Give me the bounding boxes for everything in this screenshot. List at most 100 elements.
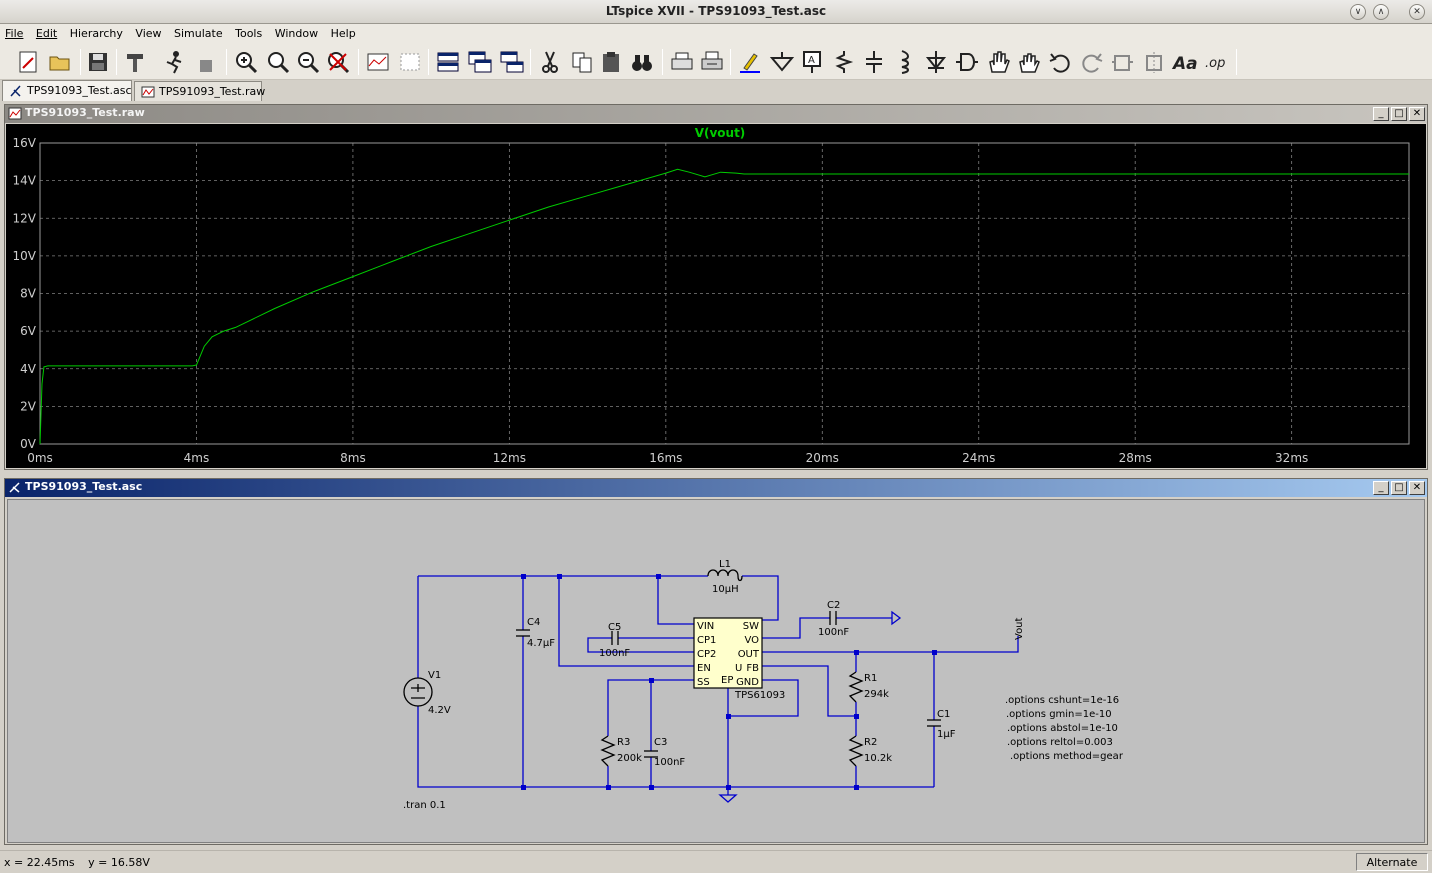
x-tick-label: 24ms bbox=[962, 451, 995, 465]
zoom-fit-icon[interactable] bbox=[324, 48, 352, 76]
copy-icon[interactable] bbox=[568, 48, 596, 76]
tab-waveform[interactable]: TPS91093_Test.raw bbox=[134, 81, 265, 101]
waveform-maximize-button[interactable]: □ bbox=[1391, 107, 1407, 121]
rotate-icon[interactable] bbox=[1108, 48, 1136, 76]
menu-edit[interactable]: Edit bbox=[31, 24, 61, 40]
save-icon[interactable] bbox=[84, 48, 112, 76]
text-icon[interactable]: Aa bbox=[1170, 48, 1198, 76]
run-simulation-icon[interactable] bbox=[160, 48, 188, 76]
tab-schematic-label: TPS91093_Test.asc bbox=[27, 84, 132, 97]
v1-ref: V1 bbox=[428, 670, 441, 681]
open-folder-icon[interactable] bbox=[46, 48, 74, 76]
drag-hand-icon[interactable] bbox=[1014, 48, 1042, 76]
trace-label-vout[interactable]: V(vout) bbox=[695, 126, 746, 140]
waveform-window-titlebar[interactable]: TPS91093_Test.raw _□✕ bbox=[5, 105, 1427, 123]
schematic-minimize-button[interactable]: _ bbox=[1373, 481, 1389, 495]
ic-pin-fb: FB bbox=[746, 663, 759, 674]
maximize-button[interactable]: ∧ bbox=[1373, 4, 1389, 20]
r2-ref: R2 bbox=[864, 737, 877, 748]
halt-hand-icon[interactable] bbox=[192, 48, 220, 76]
y-tick-label: 10V bbox=[13, 249, 37, 263]
menu-tools[interactable]: Tools bbox=[235, 27, 263, 40]
capacitor-c1-symbol[interactable] bbox=[927, 719, 941, 727]
ground-symbol-icon[interactable] bbox=[768, 48, 796, 76]
inductor-symbol-icon[interactable] bbox=[890, 48, 918, 76]
menu-file-label: File bbox=[5, 27, 24, 40]
l1-ref: L1 bbox=[719, 559, 731, 570]
ic-tps61093-body[interactable] bbox=[693, 617, 763, 689]
toolbar: A Aa .op bbox=[0, 44, 1432, 80]
draw-wire-pencil-icon[interactable] bbox=[736, 48, 764, 76]
zoom-in-icon[interactable] bbox=[232, 48, 260, 76]
schematic-canvas[interactable]: L1 10µH C4 4.7µF C5 100nF C2 100nF bbox=[7, 499, 1425, 843]
tile-vertical-icon[interactable] bbox=[498, 48, 526, 76]
paste-icon[interactable] bbox=[598, 48, 626, 76]
minimize-button[interactable]: ∨ bbox=[1350, 4, 1366, 20]
find-binoculars-icon[interactable] bbox=[628, 48, 656, 76]
undo-icon[interactable] bbox=[1046, 48, 1074, 76]
menu-help[interactable]: Help bbox=[330, 27, 356, 40]
tile-horizontal-icon[interactable] bbox=[434, 48, 462, 76]
schematic-window: TPS91093_Test.asc _□✕ bbox=[4, 478, 1428, 845]
y-tick-label: 6V bbox=[20, 324, 37, 338]
svg-text:.op: .op bbox=[1205, 56, 1225, 71]
print-icon[interactable] bbox=[698, 48, 726, 76]
capacitor-c4-symbol[interactable] bbox=[516, 629, 530, 637]
tran-directive[interactable]: .tran 0.1 bbox=[403, 800, 446, 811]
net-label-icon[interactable]: A bbox=[798, 48, 826, 76]
mirror-icon[interactable] bbox=[1140, 48, 1168, 76]
capacitor-c3-symbol[interactable] bbox=[644, 750, 658, 758]
diode-symbol-icon[interactable] bbox=[922, 48, 950, 76]
waveform-close-button[interactable]: ✕ bbox=[1409, 107, 1425, 121]
menu-simulate[interactable]: Simulate bbox=[174, 27, 223, 40]
inductor-l1-symbol[interactable] bbox=[707, 569, 743, 582]
pan-zoom-icon[interactable] bbox=[264, 48, 292, 76]
resistor-r1-symbol[interactable] bbox=[848, 671, 864, 703]
voltage-source-v1-symbol[interactable] bbox=[403, 677, 433, 707]
x-tick-label: 4ms bbox=[184, 451, 210, 465]
waveform-window-title: TPS91093_Test.raw bbox=[25, 106, 145, 119]
tab-schematic[interactable]: TPS91093_Test.asc bbox=[2, 80, 132, 101]
capacitor-c5-symbol[interactable] bbox=[611, 631, 619, 645]
control-panel-hammer-icon[interactable] bbox=[122, 48, 150, 76]
component-symbol-icon[interactable] bbox=[952, 48, 980, 76]
schematic-drawing[interactable]: L1 10µH C4 4.7µF C5 100nF C2 100nF bbox=[8, 500, 1424, 842]
c4-value: 4.7µF bbox=[527, 638, 555, 649]
close-button[interactable]: ✕ bbox=[1409, 4, 1425, 20]
new-schematic-icon[interactable] bbox=[14, 48, 42, 76]
cascade-icon[interactable] bbox=[466, 48, 494, 76]
resistor-r3-symbol[interactable] bbox=[600, 735, 616, 767]
capacitor-symbol-icon[interactable] bbox=[860, 48, 888, 76]
net-label-vout[interactable]: Vout bbox=[1014, 617, 1025, 640]
redo-icon[interactable] bbox=[1078, 48, 1106, 76]
print-setup-icon[interactable] bbox=[668, 48, 696, 76]
spice-directive-icon[interactable]: .op bbox=[1202, 48, 1230, 76]
c2-value: 100nF bbox=[818, 627, 849, 638]
trace-vout-line[interactable] bbox=[39, 168, 1409, 445]
schematic-window-titlebar[interactable]: TPS91093_Test.asc _□✕ bbox=[5, 479, 1427, 497]
zoom-out-icon[interactable] bbox=[294, 48, 322, 76]
cut-scissors-icon[interactable] bbox=[536, 48, 564, 76]
menu-hierarchy[interactable]: Hierarchy bbox=[69, 27, 123, 40]
ic-pin-gnd: GND bbox=[736, 677, 759, 688]
options-directives[interactable]: .options cshunt=1e-16 .options gmin=1e-1… bbox=[1005, 695, 1124, 762]
menu-edit-label: Edit bbox=[35, 27, 58, 40]
waveform-minimize-button[interactable]: _ bbox=[1373, 107, 1389, 121]
move-hand-icon[interactable] bbox=[984, 48, 1012, 76]
capacitor-c2-symbol[interactable] bbox=[829, 611, 837, 625]
title-bar: LTspice XVII - TPS91093_Test.asc ∨ ∧ ✕ bbox=[0, 0, 1432, 24]
resistor-r2-symbol[interactable] bbox=[848, 735, 864, 767]
plot-frame bbox=[39, 142, 1410, 445]
grid-icon[interactable] bbox=[396, 48, 424, 76]
resistor-symbol-icon[interactable] bbox=[830, 48, 858, 76]
schematic-close-button[interactable]: ✕ bbox=[1409, 481, 1425, 495]
menu-window[interactable]: Window bbox=[274, 27, 319, 40]
plot-settings-icon[interactable] bbox=[364, 48, 392, 76]
menu-file[interactable]: File bbox=[0, 24, 27, 40]
schematic-maximize-button[interactable]: □ bbox=[1391, 481, 1407, 495]
menu-view[interactable]: View bbox=[135, 27, 162, 40]
option-line-cshunt: .options cshunt=1e-16 bbox=[1005, 695, 1119, 706]
